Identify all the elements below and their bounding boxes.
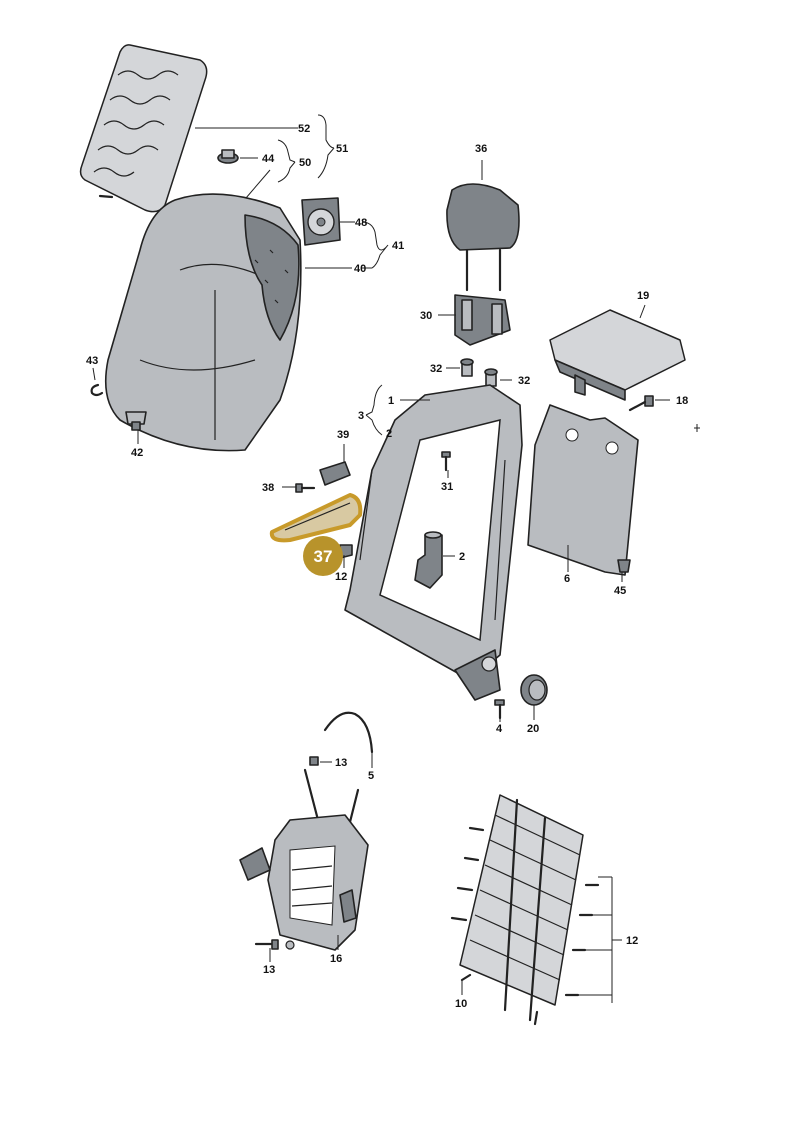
rear-cover-panel bbox=[549, 309, 686, 401]
callout-42: 42 bbox=[131, 447, 143, 459]
callout-1: 1 bbox=[388, 395, 394, 407]
callout-51: 51 bbox=[336, 143, 348, 155]
callout-13-upper: 13 bbox=[335, 757, 347, 769]
callout-32-left: 32 bbox=[430, 363, 442, 375]
callout-4: 4 bbox=[496, 723, 503, 735]
callout-18: 18 bbox=[676, 395, 688, 407]
screw-13-lower bbox=[254, 939, 295, 950]
leader-lines bbox=[92, 114, 700, 1003]
back-panel bbox=[527, 404, 639, 576]
callout-30: 30 bbox=[420, 310, 432, 322]
callout-2-motor: 2 bbox=[459, 551, 465, 563]
callout-19: 19 bbox=[637, 290, 649, 302]
callout-50: 50 bbox=[299, 157, 311, 169]
bowden-cable-5 bbox=[323, 711, 374, 754]
callout-52: 52 bbox=[298, 123, 310, 135]
guide-sleeve-left bbox=[460, 358, 474, 377]
clip-13-upper bbox=[309, 756, 319, 766]
motor-2 bbox=[414, 531, 443, 589]
recliner-hinge bbox=[454, 649, 501, 701]
callout-38: 38 bbox=[262, 482, 274, 494]
trim-39 bbox=[319, 461, 351, 486]
callout-2-bracket: 2 bbox=[386, 428, 392, 440]
clip-45 bbox=[617, 559, 631, 573]
highlighted-trim-panel bbox=[269, 493, 363, 543]
callout-43: 43 bbox=[86, 355, 98, 367]
callout-13-lower: 13 bbox=[263, 964, 275, 976]
callout-39: 39 bbox=[337, 429, 349, 441]
callout-16: 16 bbox=[330, 953, 342, 965]
callout-labels: 52 51 44 50 48 41 40 36 19 30 32 32 43 1… bbox=[86, 123, 688, 1010]
callout-41: 41 bbox=[392, 240, 404, 252]
callout-20: 20 bbox=[527, 723, 539, 735]
callout-5: 5 bbox=[368, 770, 374, 782]
spring-clips bbox=[450, 826, 600, 997]
callout-48: 48 bbox=[355, 217, 367, 229]
clip-43 bbox=[90, 383, 104, 397]
headrest bbox=[446, 183, 520, 292]
adjustment-knob bbox=[520, 674, 548, 706]
guide-sleeve-right bbox=[484, 368, 498, 387]
highlight-badge-label: 37 bbox=[314, 547, 333, 566]
screw-31 bbox=[441, 451, 451, 472]
callout-12-lower: 12 bbox=[626, 935, 638, 947]
clip-44 bbox=[217, 149, 239, 164]
callout-40: 40 bbox=[354, 263, 366, 275]
callout-6: 6 bbox=[564, 573, 570, 585]
screw-38 bbox=[295, 483, 316, 493]
spring-mat bbox=[459, 794, 584, 1026]
callout-12-upper: 12 bbox=[335, 571, 347, 583]
backrest-cover bbox=[104, 193, 302, 452]
callout-31: 31 bbox=[441, 481, 453, 493]
blower-fan bbox=[301, 197, 341, 246]
screw-18 bbox=[628, 395, 654, 412]
screw-4 bbox=[494, 699, 505, 720]
callout-36: 36 bbox=[475, 143, 487, 155]
highlight-badge[interactable]: 37 bbox=[303, 536, 343, 576]
lumbar-support bbox=[239, 768, 369, 951]
seat-heating-mat bbox=[79, 44, 208, 213]
headrest-guide bbox=[454, 294, 511, 346]
callout-32-right: 32 bbox=[518, 375, 530, 387]
callout-3: 3 bbox=[358, 410, 364, 422]
bracket-42 bbox=[125, 411, 147, 431]
callout-10: 10 bbox=[455, 998, 467, 1010]
callout-44: 44 bbox=[262, 153, 275, 165]
callout-45: 45 bbox=[614, 585, 626, 597]
